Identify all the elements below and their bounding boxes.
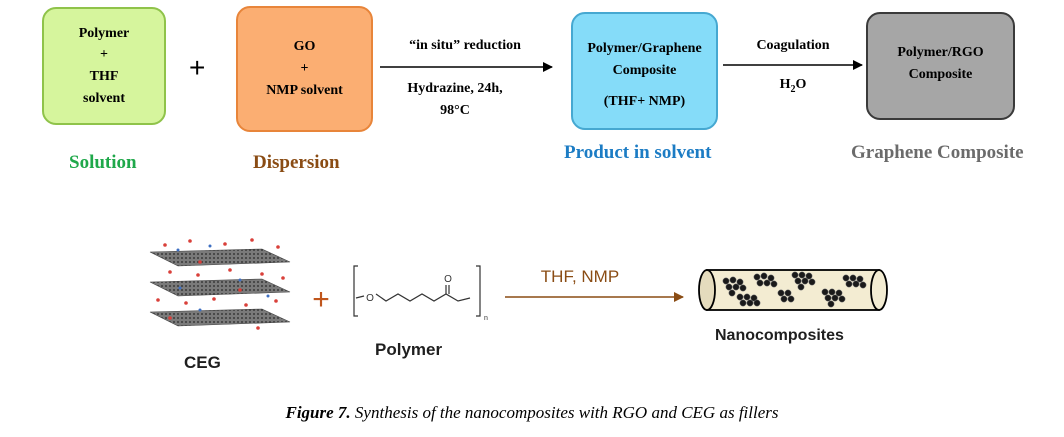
polymer-thf-box: Polymer + THF solvent	[42, 7, 166, 125]
go-box-line-1: GO	[293, 39, 316, 55]
polymer-box-line-3: THF	[89, 69, 119, 84]
plus-sign-top: +	[189, 52, 206, 83]
polymer-carbonyl-oxygen: O	[444, 274, 452, 285]
figure-caption-text: Synthesis of the nanocomposites with RGO…	[350, 403, 779, 422]
rgo-composite-box: Polymer/RGO Composite	[866, 12, 1015, 120]
product-box-line-1: Polymer/Graphene	[587, 41, 702, 56]
rgo-box-line-1: Polymer/RGO	[897, 45, 984, 60]
product-box: Polymer/Graphene Composite (THF+ NMP)	[571, 12, 718, 130]
polymer-structure-icon	[353, 265, 481, 317]
polymer-n-subscript: n	[484, 315, 488, 322]
arrow1-top-label: “in situ” reduction	[409, 38, 521, 53]
nanocomposite-cylinder-icon	[698, 269, 888, 311]
label-polymer: Polymer	[375, 340, 443, 359]
arrow2-bottom-label: H2O	[733, 77, 853, 95]
go-box-line-2: +	[300, 61, 309, 77]
go-box-line-3: NMP solvent	[266, 82, 343, 98]
arrow1-bottom-label: Hydrazine, 24h, 98°C	[380, 78, 530, 123]
arrow2-h: H	[779, 77, 791, 92]
arrow1-bottom-line-2: 98°C	[440, 103, 470, 119]
product-box-line-2: Composite	[612, 62, 677, 78]
polymer-oxygen-atom: O	[366, 293, 374, 304]
caption-graphene-composite: Graphene Composite	[851, 142, 1024, 163]
caption-product: Product in solvent	[564, 142, 712, 163]
arrow2-o: O	[795, 77, 807, 92]
polymer-box-line-1: Polymer	[78, 25, 130, 41]
label-nanocomposites: Nanocomposites	[715, 327, 844, 344]
plus-sign-bottom: +	[312, 283, 330, 316]
ceg-graphene-sheets-icon	[149, 238, 291, 330]
arrow1-bottom-line-1: Hydrazine, 24h,	[407, 81, 503, 96]
go-nmp-box: GO + NMP solvent	[236, 6, 373, 132]
arrow2-top-label: Coagulation	[756, 38, 830, 53]
rgo-box-line-2: Composite	[908, 66, 973, 82]
caption-dispersion: Dispersion	[253, 152, 340, 173]
polymer-box-line-4: solvent	[83, 90, 125, 106]
bottom-arrow-label: THF, NMP	[541, 267, 619, 286]
label-ceg: CEG	[184, 353, 221, 372]
figure-caption-label: Figure 7.	[285, 403, 351, 422]
caption-solution: Solution	[69, 152, 137, 173]
figure-caption: Figure 7. Synthesis of the nanocomposite…	[0, 403, 1064, 423]
polymer-box-line-2: +	[100, 47, 108, 63]
arrow2-sub: 2	[790, 83, 796, 95]
product-box-line-3: (THF+ NMP)	[603, 94, 686, 110]
